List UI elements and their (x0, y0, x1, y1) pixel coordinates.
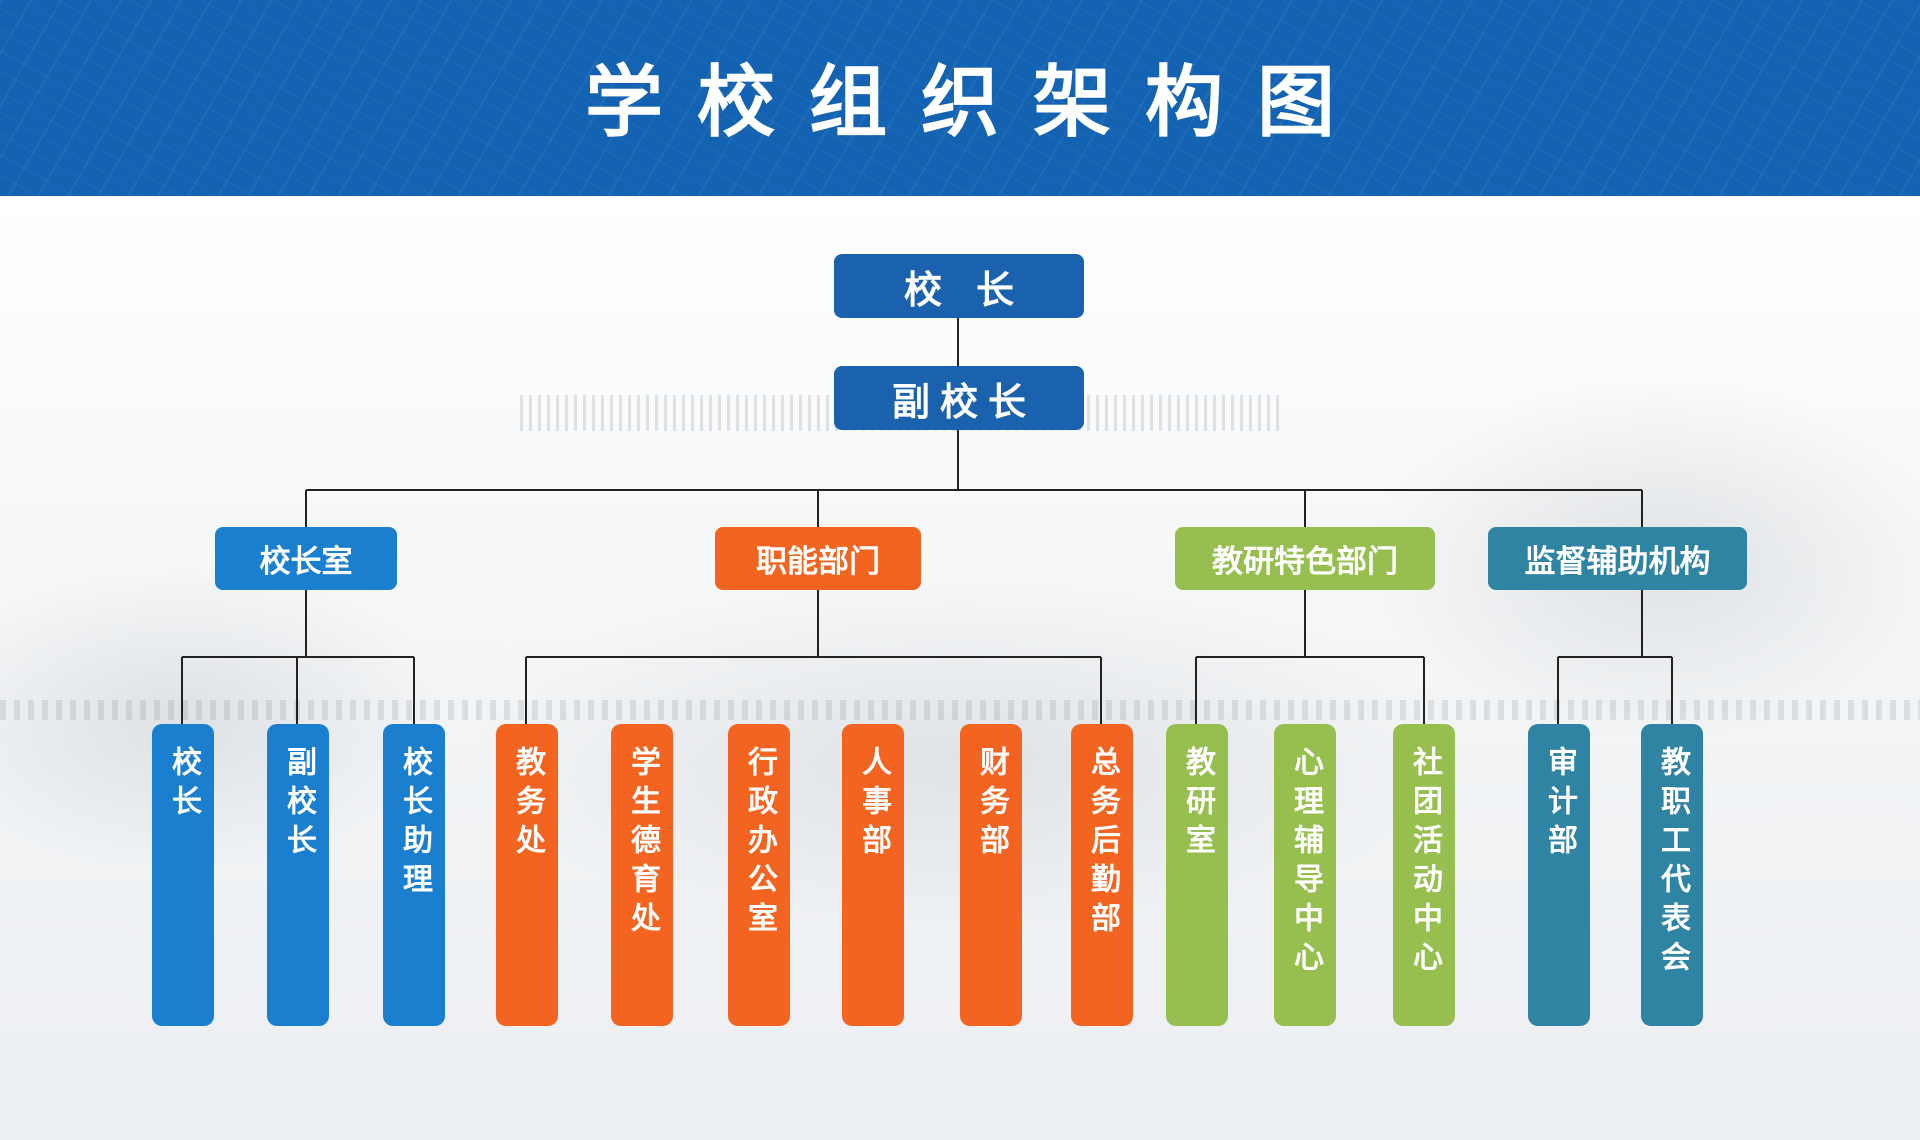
unit-counseling-center: 心理辅导中心 (1274, 724, 1336, 1026)
unit-club-activity-center: 社团活动中心 (1393, 724, 1455, 1026)
unit-staff-congress: 教职工代表会 (1641, 724, 1703, 1026)
unit-finance: 财务部 (960, 724, 1022, 1026)
category-supervision-bodies: 监督辅助机构 (1488, 527, 1747, 590)
unit-academic-affairs: 教务处 (496, 724, 558, 1026)
unit-principal: 校长 (152, 724, 214, 1026)
unit-general-logistics: 总务后勤部 (1071, 724, 1133, 1026)
unit-audit: 审计部 (1528, 724, 1590, 1026)
category-research-departments: 教研特色部门 (1175, 527, 1435, 590)
category-functional-departments: 职能部门 (715, 527, 921, 590)
unit-vice-principal: 副校长 (267, 724, 329, 1026)
unit-teaching-research: 教研室 (1166, 724, 1228, 1026)
vice-principal-box: 副校长 (834, 366, 1084, 430)
principal-box: 校长 (834, 254, 1084, 318)
unit-student-moral-education: 学生德育处 (611, 724, 673, 1026)
unit-human-resources: 人事部 (842, 724, 904, 1026)
header-banner (0, 0, 1920, 196)
unit-principal-assistant: 校长助理 (383, 724, 445, 1026)
category-principal-office: 校长室 (215, 527, 397, 590)
background-wall-texture (0, 700, 1920, 720)
page-title: 学校组织架构图 (584, 58, 1369, 148)
unit-administration-office: 行政办公室 (728, 724, 790, 1026)
